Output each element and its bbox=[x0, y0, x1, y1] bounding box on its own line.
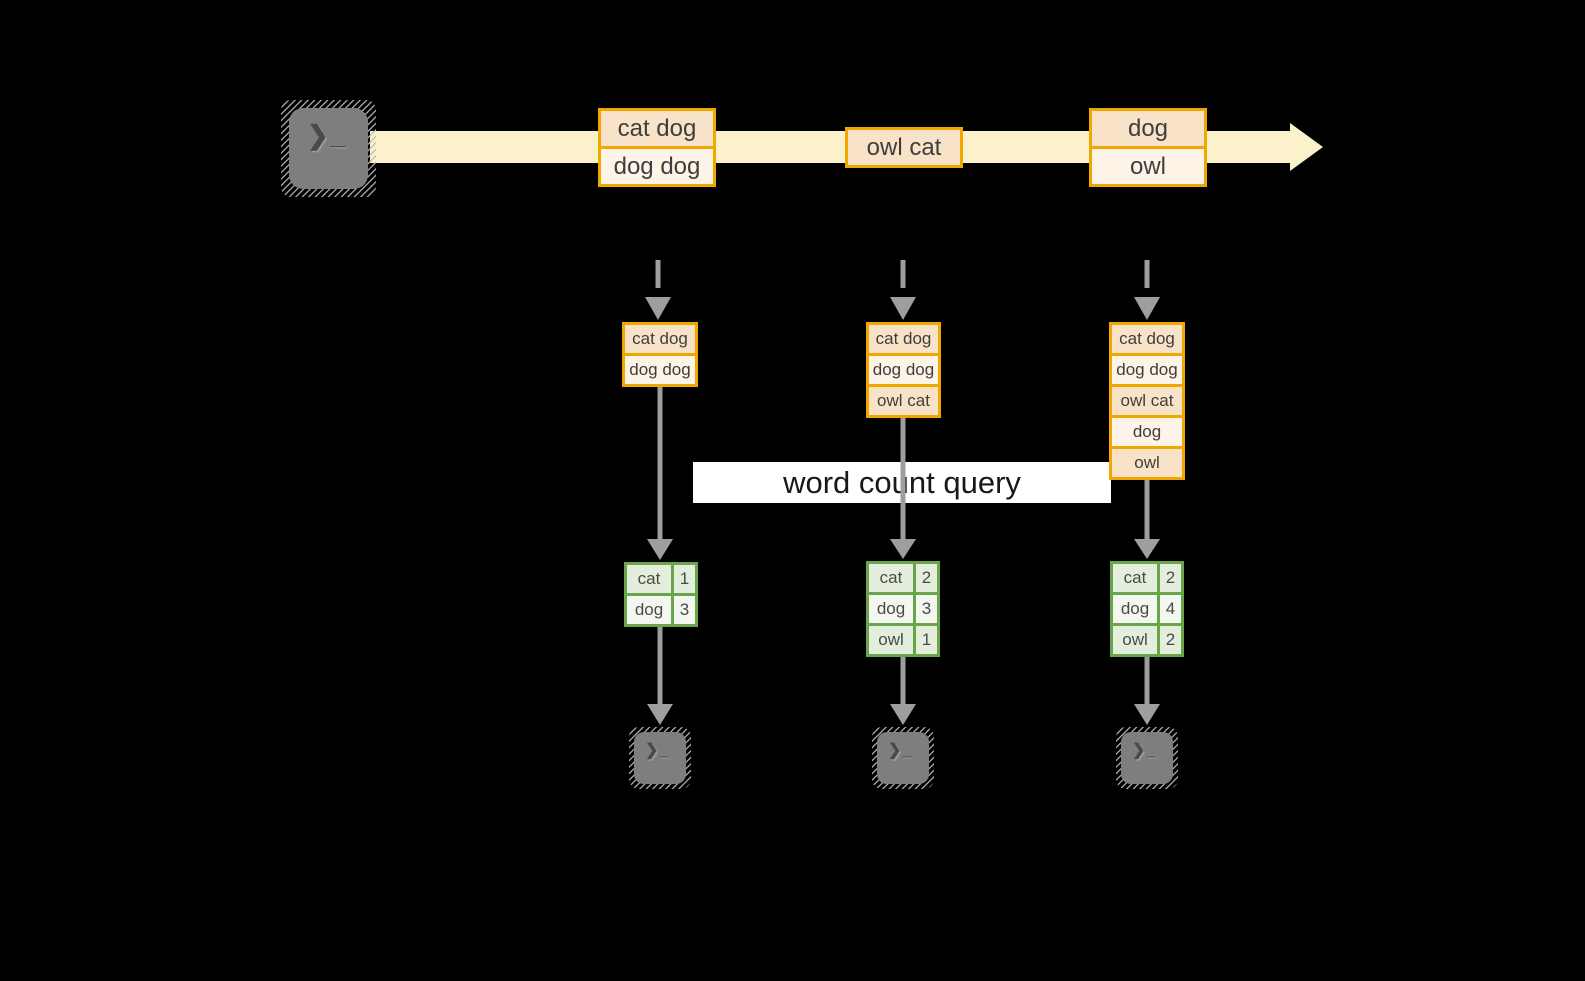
count-word: dog bbox=[869, 595, 913, 623]
count-word: owl bbox=[869, 626, 913, 654]
count-value: 1 bbox=[674, 565, 695, 593]
count-value: 2 bbox=[916, 564, 937, 592]
terminal-screen: ❯_ bbox=[634, 732, 686, 784]
query-arrow-right bbox=[1134, 480, 1160, 559]
emit-arrow-middle bbox=[890, 657, 916, 725]
buffer-row: cat dog bbox=[869, 325, 938, 353]
count-value: 2 bbox=[1160, 564, 1181, 592]
emit-arrow-right bbox=[1134, 657, 1160, 725]
window-buffer: cat dog dog dog owl cat dog owl bbox=[1109, 322, 1185, 480]
terminal-prompt-icon: ❯_ bbox=[645, 742, 670, 759]
count-word: owl bbox=[1113, 626, 1157, 654]
count-word: dog bbox=[1113, 595, 1157, 623]
query-banner: word count query bbox=[693, 462, 1111, 503]
buffer-row: dog dog bbox=[1112, 356, 1182, 384]
count-value: 4 bbox=[1160, 595, 1181, 623]
emit-arrow-left bbox=[647, 627, 673, 725]
terminal-prompt-icon: ❯_ bbox=[307, 120, 348, 150]
query-arrow-left bbox=[647, 387, 673, 560]
window-buffer: cat dog dog dog owl cat bbox=[866, 322, 941, 418]
sink-terminal-icon: ❯_ bbox=[629, 727, 691, 789]
count-word: cat bbox=[869, 564, 913, 592]
count-value: 3 bbox=[916, 595, 937, 623]
terminal-prompt-icon: ❯_ bbox=[888, 742, 913, 759]
terminal-screen: ❯_ bbox=[289, 108, 368, 189]
message-line: cat dog bbox=[601, 111, 713, 146]
count-value: 2 bbox=[1160, 626, 1181, 654]
message-line: owl bbox=[1092, 149, 1204, 184]
window-buffer: cat dog dog dog bbox=[622, 322, 698, 387]
buffer-row: dog dog bbox=[869, 356, 938, 384]
buffer-row: cat dog bbox=[1112, 325, 1182, 353]
message-line: owl cat bbox=[848, 130, 960, 165]
buffer-row: owl bbox=[1112, 449, 1182, 477]
count-word: cat bbox=[627, 565, 671, 593]
terminal-prompt-icon: ❯_ bbox=[1132, 742, 1157, 759]
count-value: 1 bbox=[916, 626, 937, 654]
buffer-row: cat dog bbox=[625, 325, 695, 353]
terminal-screen: ❯_ bbox=[1121, 732, 1173, 784]
sink-terminal-icon: ❯_ bbox=[1116, 727, 1178, 789]
sink-terminal-icon: ❯_ bbox=[872, 727, 934, 789]
buffer-row: dog bbox=[1112, 418, 1182, 446]
ingest-arrow-right bbox=[1134, 260, 1160, 320]
terminal-screen: ❯_ bbox=[877, 732, 929, 784]
message-line: dog bbox=[1092, 111, 1204, 146]
ingest-arrow-middle bbox=[890, 260, 916, 320]
count-word: cat bbox=[1113, 564, 1157, 592]
count-value: 3 bbox=[674, 596, 695, 624]
count-word: dog bbox=[627, 596, 671, 624]
buffer-row: dog dog bbox=[625, 356, 695, 384]
message-line: dog dog bbox=[601, 149, 713, 184]
ingest-arrow-left bbox=[645, 260, 671, 320]
source-terminal-icon: ❯_ bbox=[281, 100, 376, 197]
buffer-row: owl cat bbox=[869, 387, 938, 415]
stream-message: owl cat bbox=[845, 127, 963, 168]
buffer-row: owl cat bbox=[1112, 387, 1182, 415]
